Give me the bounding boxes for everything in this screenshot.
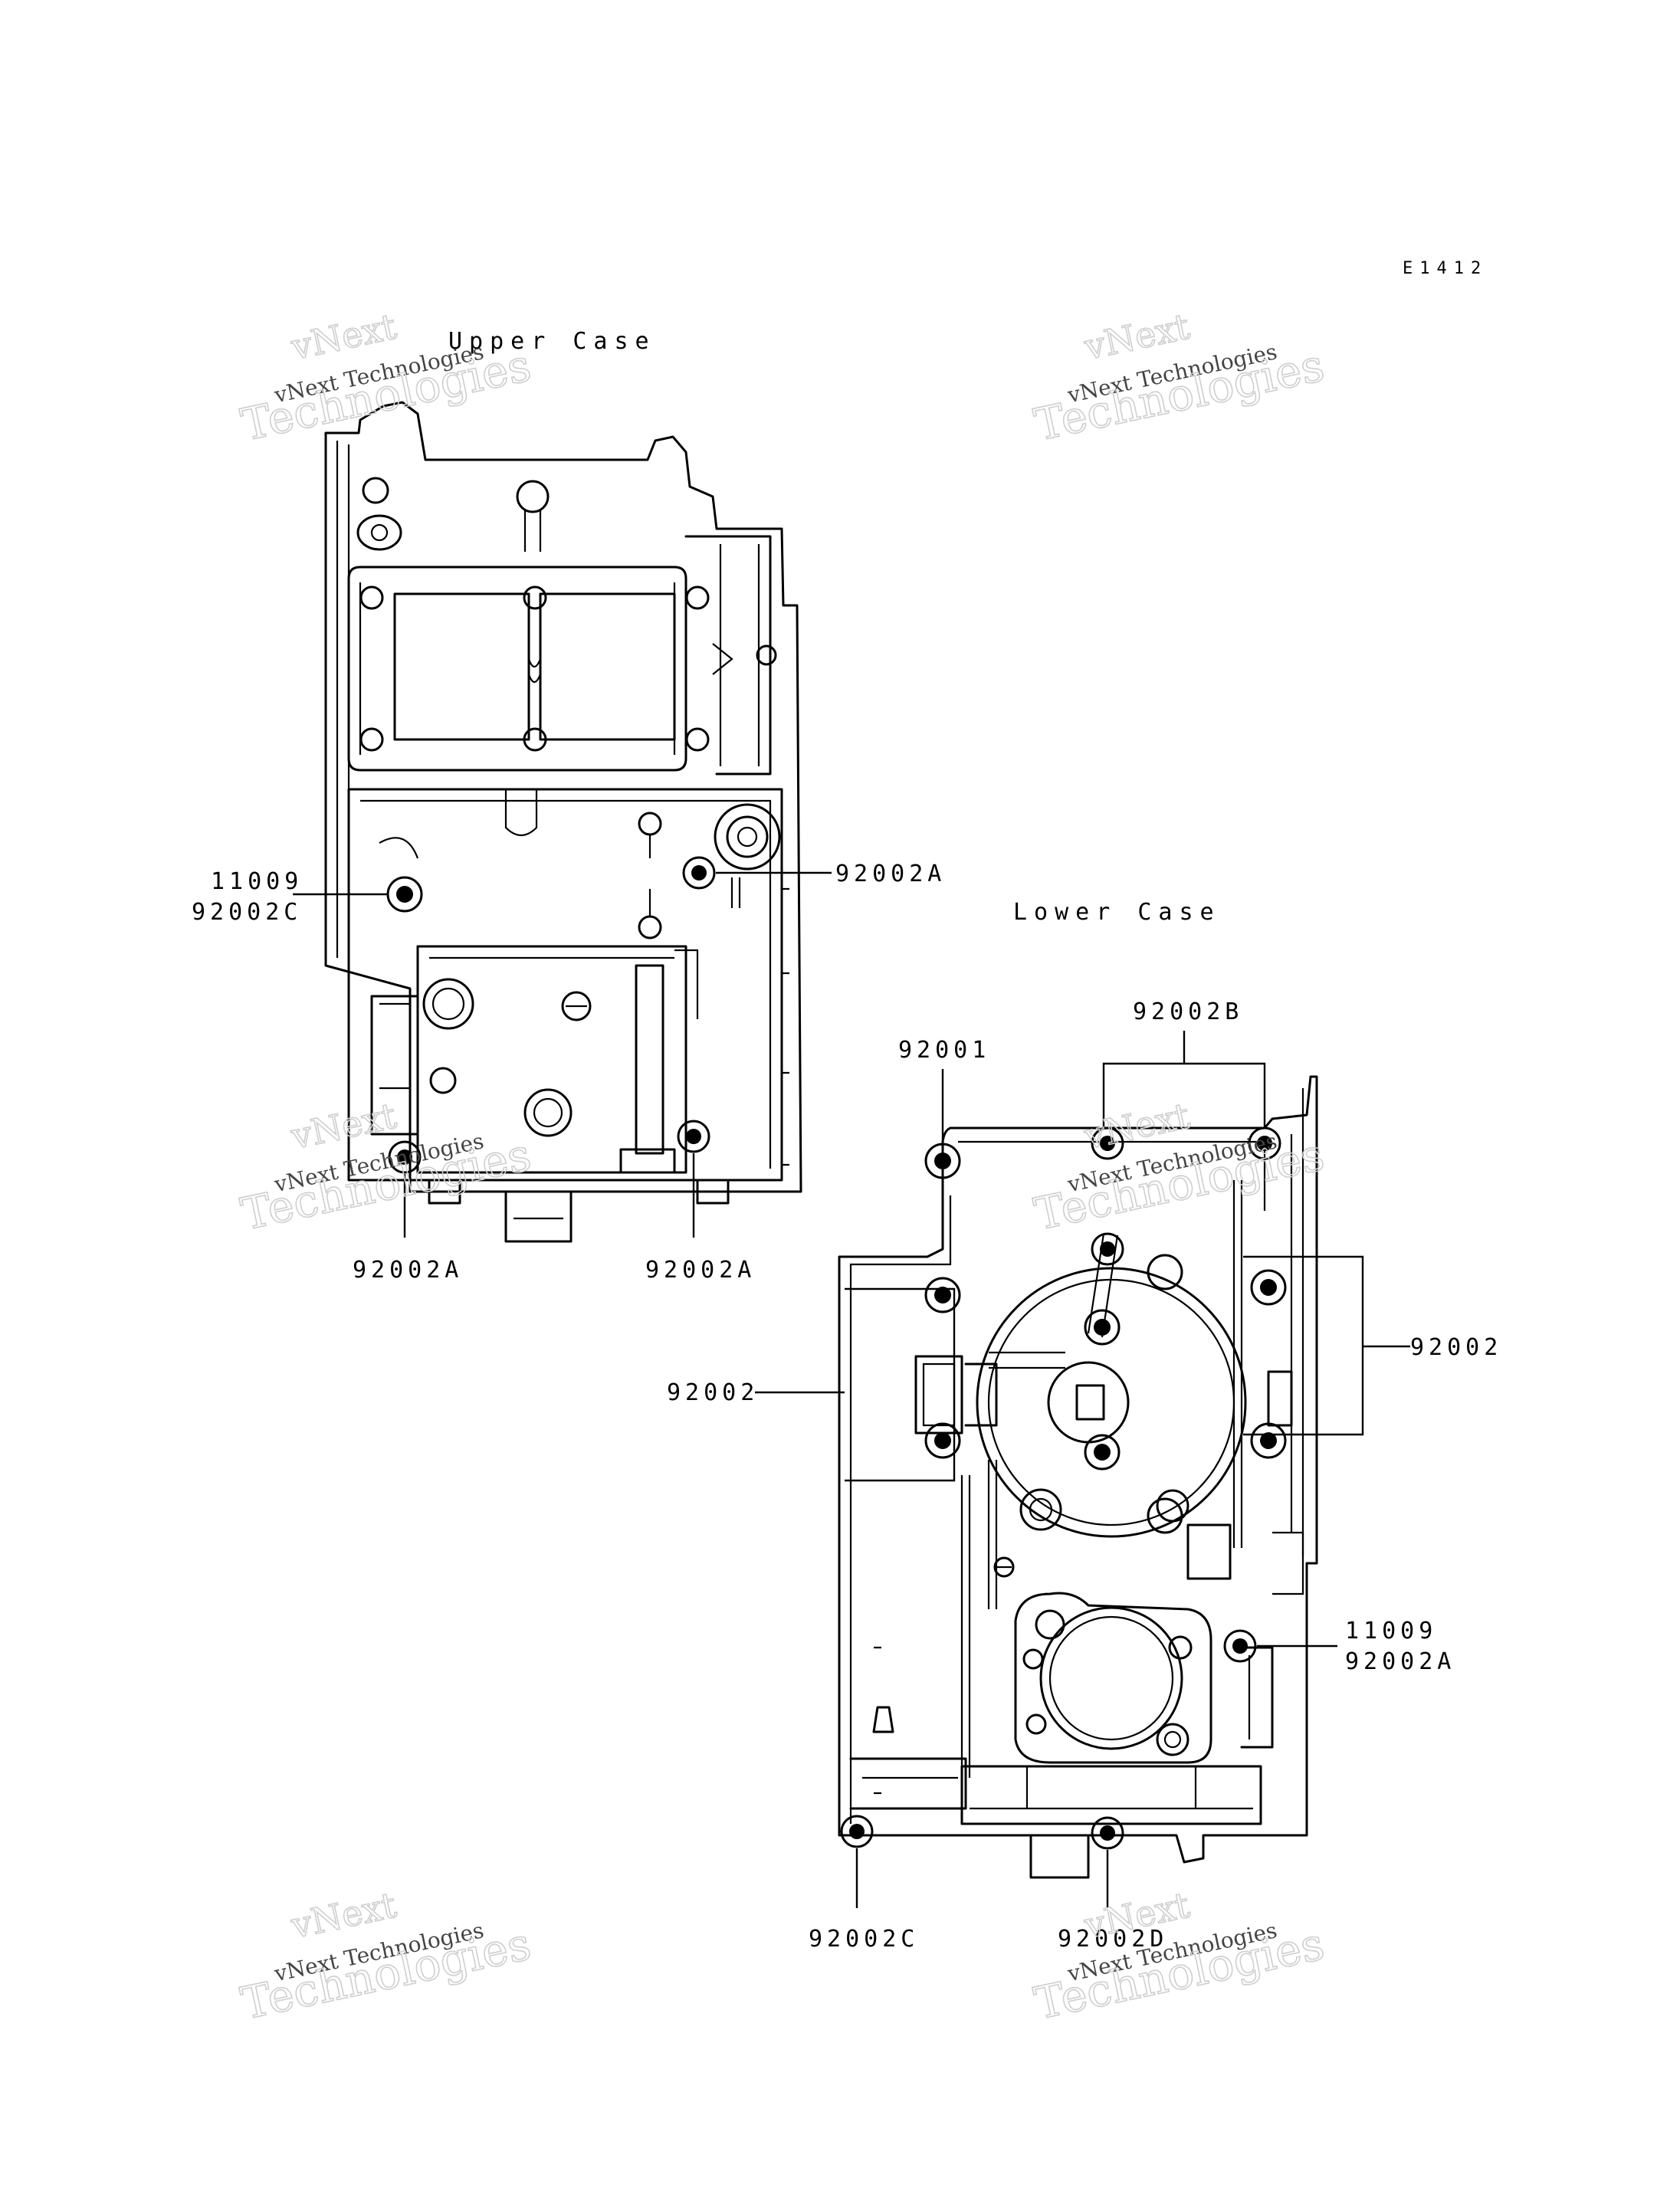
watermark-mid-right: vNext vNext Technologies Technologies: [1029, 1094, 1329, 1241]
watermark-word-large: Technologies: [1030, 339, 1329, 451]
callout-upper-92002a-br: 92002A: [645, 1257, 756, 1284]
watermark-word-large: Technologies: [237, 1917, 536, 2029]
watermark-word: vNext: [287, 1884, 401, 1946]
lower-case-drawing: Lower Case: [838, 899, 1364, 1879]
watermark-mid-left: vNext vNext Technologies Technologies: [236, 1094, 536, 1241]
callout-upper-92002a-right: 92002A: [835, 861, 946, 887]
watermark-word-large: Technologies: [1030, 1128, 1329, 1240]
callout-lower-92002c: 92002C: [809, 1926, 919, 1953]
watermark-top-left: vNext vNext Technologies Technologies: [236, 305, 536, 452]
lower-case-title: Lower Case: [1013, 899, 1221, 926]
diagram-code: E1412: [1403, 259, 1488, 278]
watermark-word: vNext: [287, 305, 401, 368]
callout-lower-92002a: 92002A: [1345, 1648, 1455, 1675]
callout-lower-92001: 92001: [898, 1037, 990, 1064]
callout-lower-92002-left: 92002: [667, 1379, 759, 1406]
callout-upper-92002c: 92002C: [192, 899, 302, 926]
watermark-word-large: Technologies: [237, 1128, 536, 1240]
callout-lower-92002-right: 92002: [1410, 1334, 1502, 1361]
callout-upper-92002a-bl: 92002A: [353, 1257, 463, 1284]
watermark-word: vNext: [1081, 1094, 1194, 1157]
watermark-word: vNext: [1081, 305, 1194, 368]
callout-lower-11009: 11009: [1345, 1618, 1437, 1644]
watermark-bottom-left: vNext vNext Technologies Technologies: [236, 1884, 536, 2031]
watermark-top-right: vNext vNext Technologies Technologies: [1029, 305, 1329, 452]
callout-upper-11009: 11009: [211, 868, 303, 895]
watermark-word-large: Technologies: [237, 339, 536, 451]
watermark-word: vNext: [287, 1094, 401, 1157]
callout-lower-92002d: 92002D: [1058, 1926, 1168, 1953]
upper-case-drawing: Upper Case: [324, 328, 802, 1243]
upper-case-title: Upper Case: [448, 328, 656, 355]
callout-lower-92002b: 92002B: [1133, 998, 1243, 1025]
